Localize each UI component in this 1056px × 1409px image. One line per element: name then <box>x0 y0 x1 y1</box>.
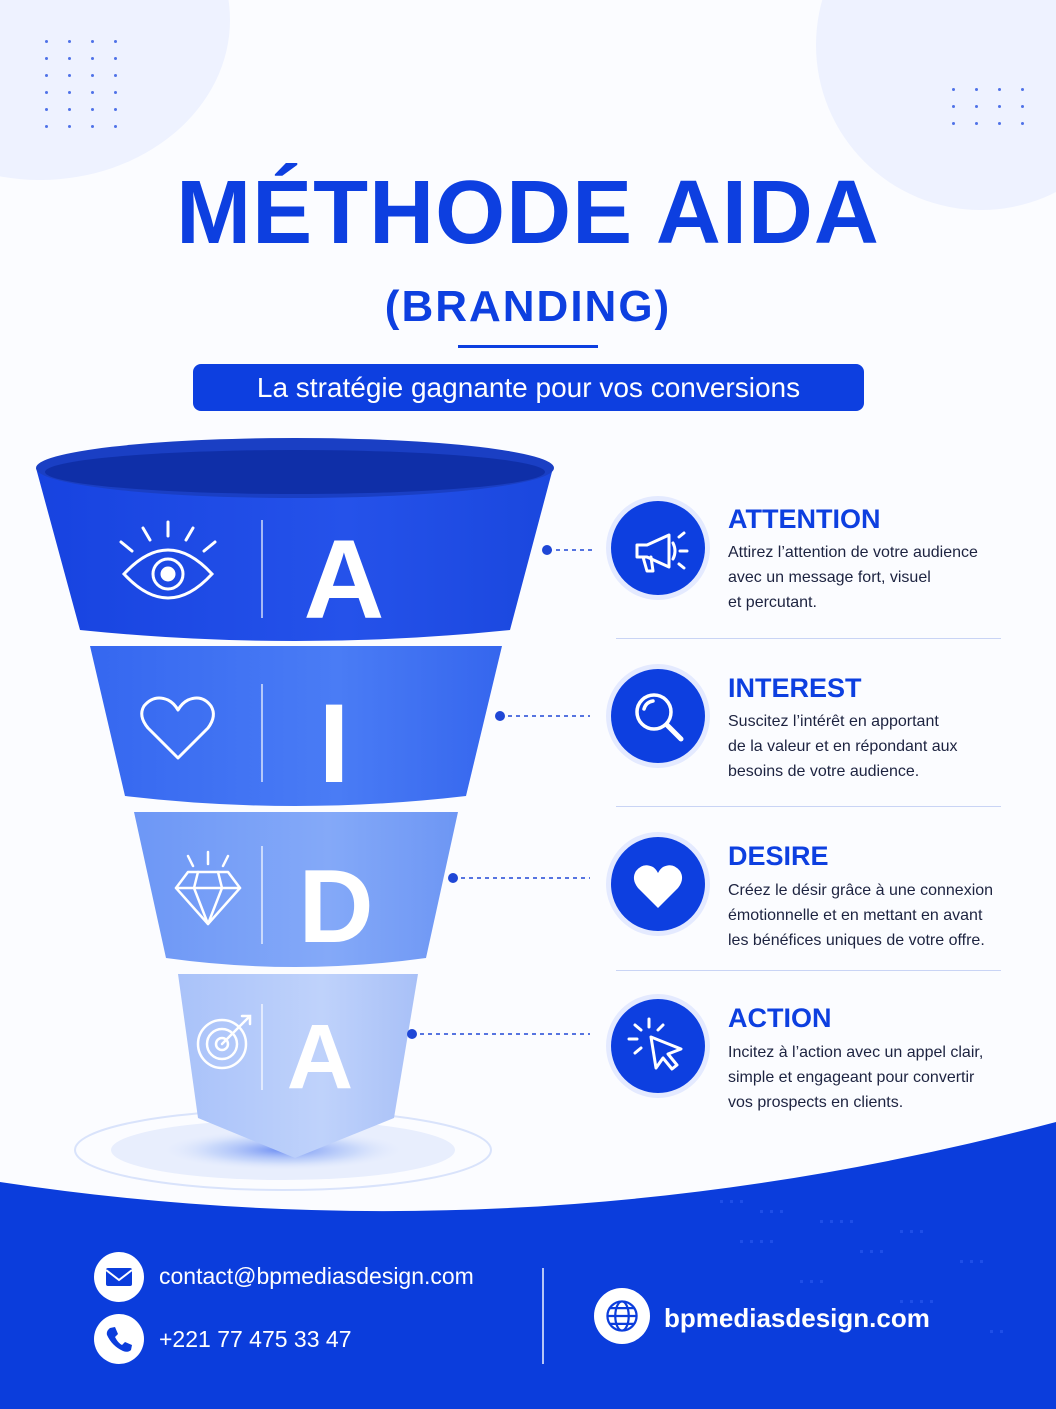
decor-dots-left <box>45 40 117 128</box>
funnel-letter-i: I <box>318 681 349 806</box>
diamond-icon <box>174 850 242 926</box>
desire-icon-badge <box>611 837 705 931</box>
step-divider <box>616 638 1001 639</box>
attention-icon-badge <box>611 501 705 595</box>
step-divider <box>616 806 1001 807</box>
website-link[interactable]: bpmediasdesign.com <box>664 1303 930 1333</box>
step-desc-desire: Créez le désir grâce à une connexion émo… <box>728 882 994 949</box>
phone-icon-badge <box>94 1314 144 1364</box>
email-icon-badge <box>94 1252 144 1302</box>
step-title-action: ACTION <box>728 1003 832 1033</box>
globe-icon <box>606 1300 638 1332</box>
decor-dots-right <box>952 88 1024 125</box>
heart-icon <box>633 865 683 908</box>
title-divider <box>458 345 598 348</box>
tagline-banner: La stratégie gagnante pour vos conversio… <box>193 364 864 411</box>
cursor-click-icon <box>627 1017 683 1071</box>
page-title: MÉTHODE AIDA <box>176 163 880 263</box>
action-icon-badge <box>611 999 705 1093</box>
page-subtitle: (BRANDING) <box>384 282 672 331</box>
step-title-interest: INTEREST <box>728 673 862 703</box>
funnel-letter-d: D <box>298 849 373 965</box>
megaphone-icon <box>635 531 689 573</box>
magnifier-icon <box>635 693 684 742</box>
funnel-tier-action <box>178 974 418 1158</box>
funnel-letter-a1: A <box>304 517 385 642</box>
eye-icon <box>119 520 217 600</box>
step-desc-interest: Suscitez l’intérêt en apportant de la va… <box>728 713 958 780</box>
footer-divider <box>542 1268 544 1364</box>
step-desc-action: Incitez à l’action avec un appel clair, … <box>728 1044 984 1111</box>
funnel-letter-a2: A <box>287 1006 353 1108</box>
contact-phone[interactable]: +221 77 475 33 47 <box>159 1326 352 1352</box>
step-title-desire: DESIRE <box>728 841 829 871</box>
funnel-tier-desire <box>134 812 458 967</box>
contact-email[interactable]: contact@bpmediasdesign.com <box>159 1263 474 1289</box>
step-desc-attention: Attirez l’attention de votre audience av… <box>728 544 978 611</box>
step-title-attention: ATTENTION <box>728 504 881 534</box>
target-icon <box>196 1014 252 1070</box>
step-divider <box>616 970 1001 971</box>
envelope-icon <box>105 1268 133 1286</box>
funnel-tier-interest <box>90 646 502 806</box>
interest-icon-badge <box>611 669 705 763</box>
phone-icon <box>106 1327 132 1352</box>
heart-outline-icon <box>140 696 215 760</box>
globe-icon-badge <box>594 1288 650 1344</box>
